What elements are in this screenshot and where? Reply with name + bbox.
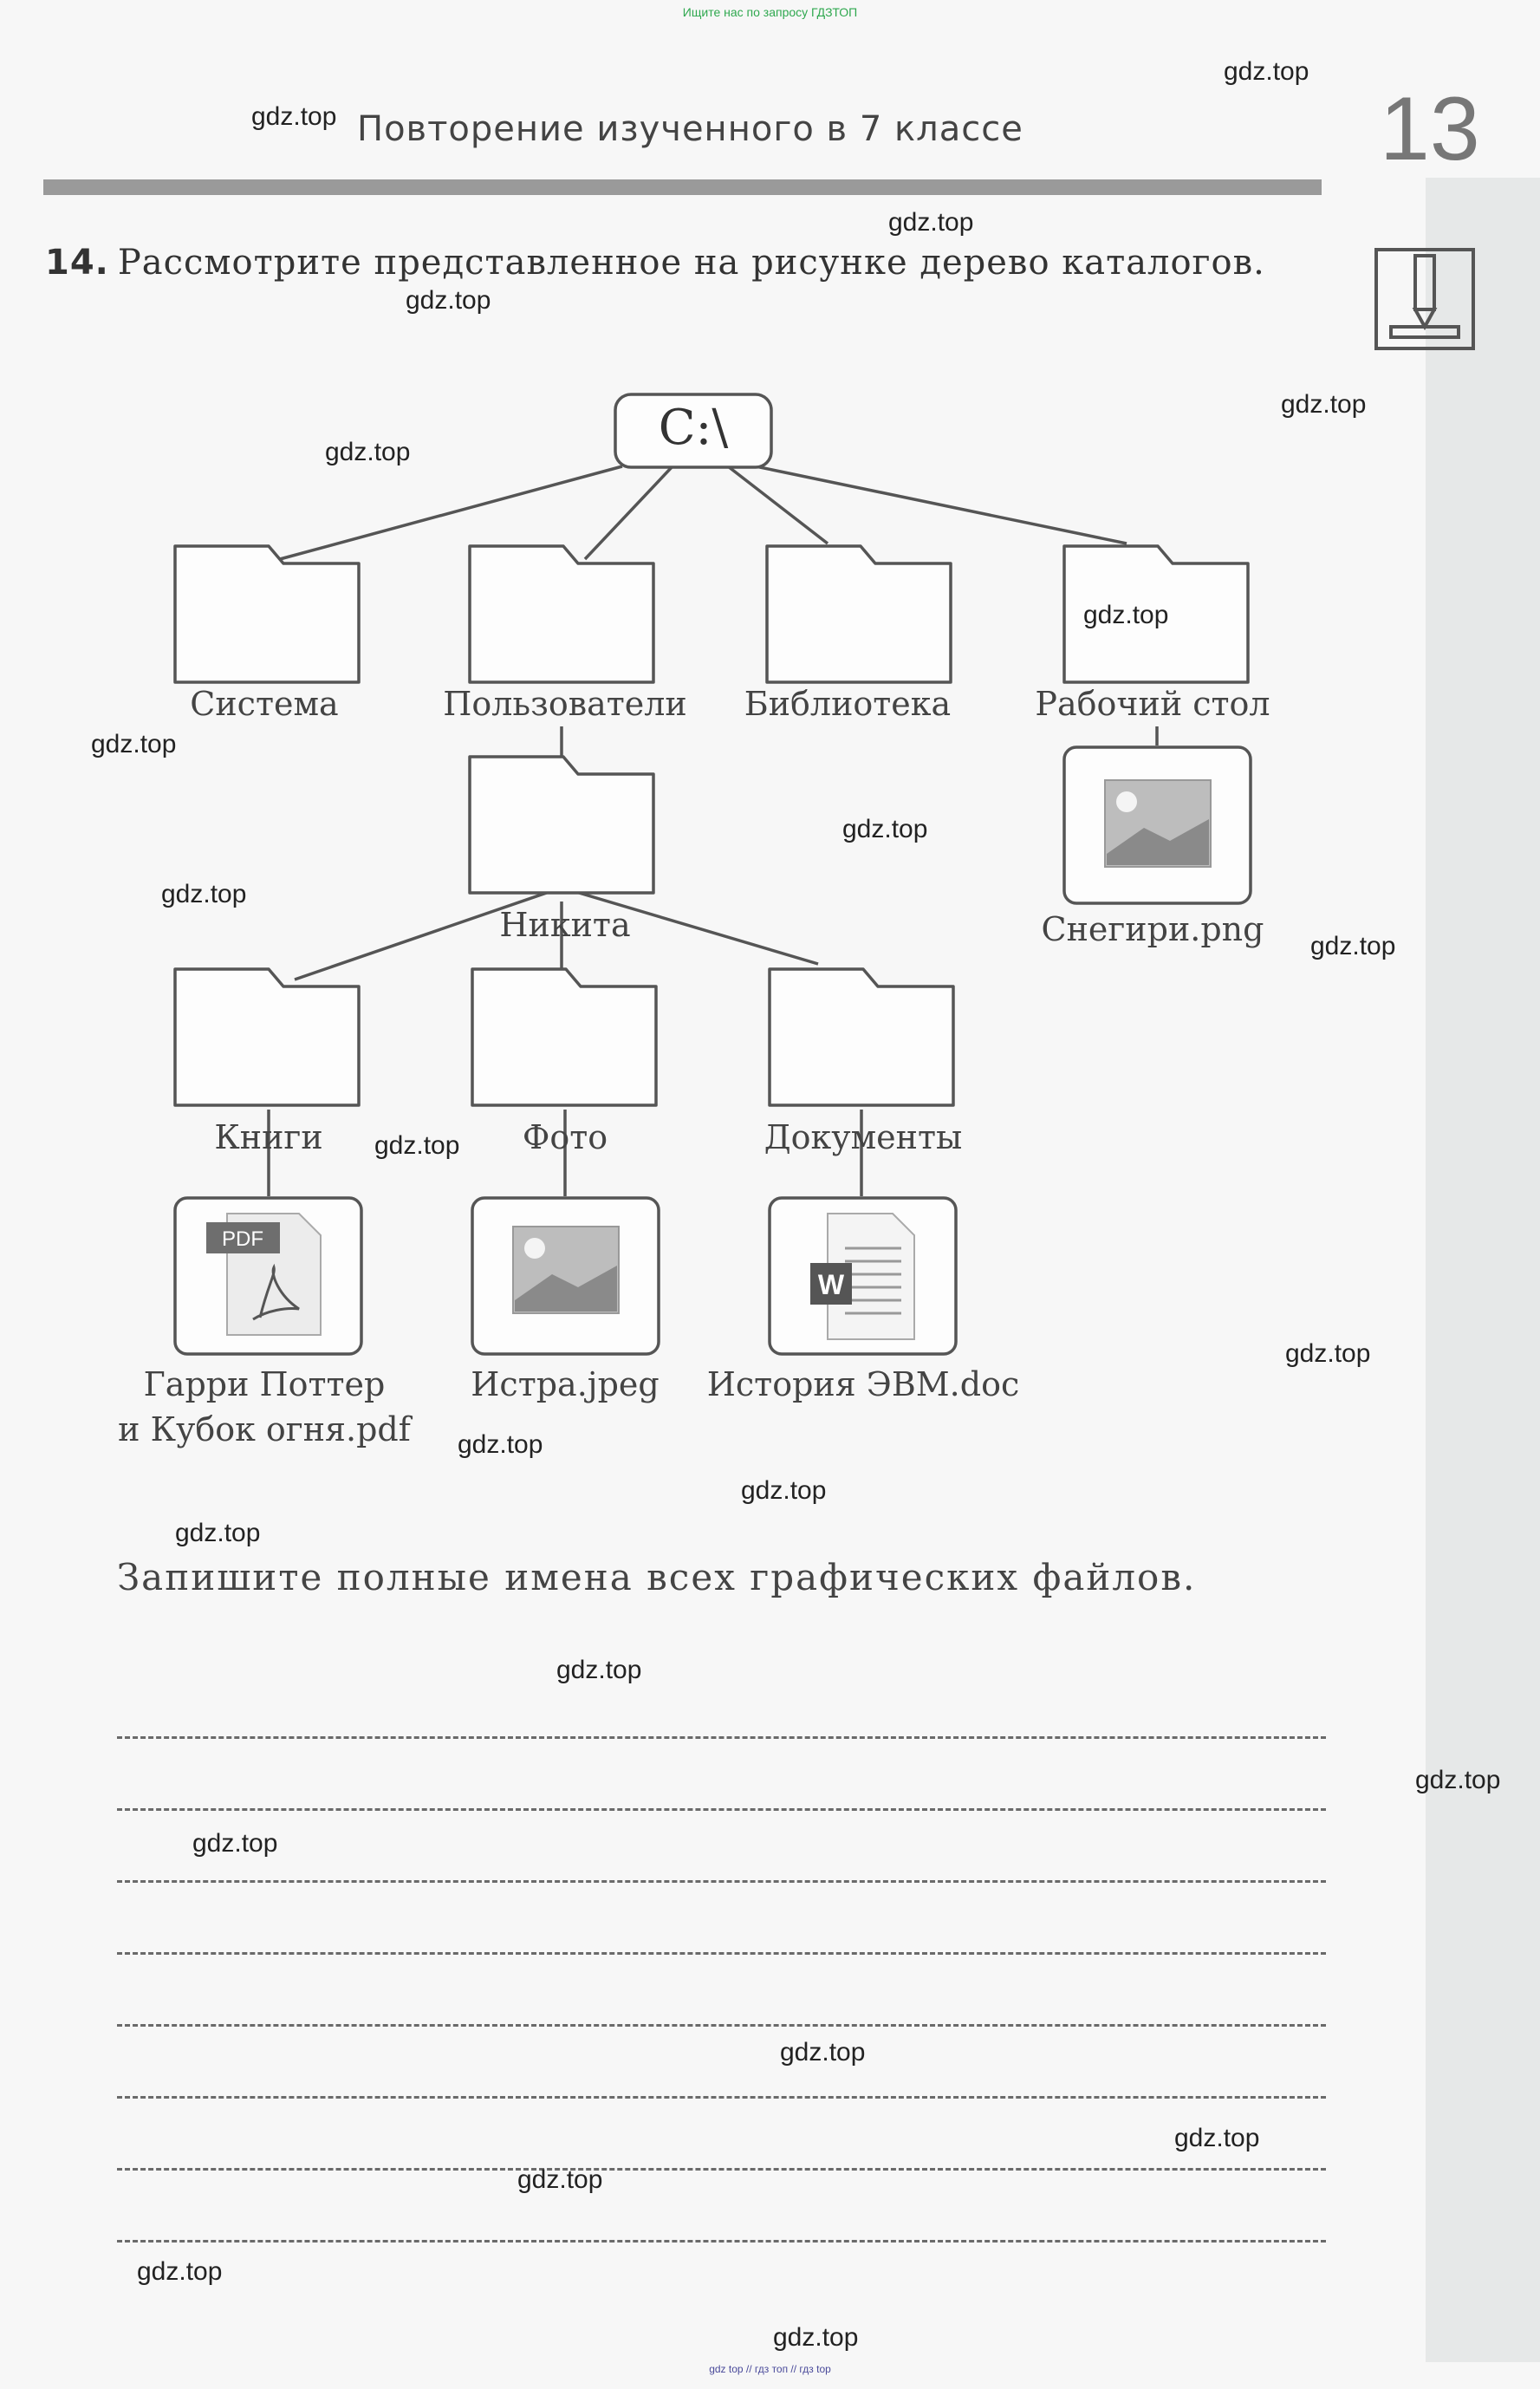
- watermark: gdz.top: [406, 286, 491, 315]
- folder-icon: [471, 967, 658, 1107]
- folder-icon: [173, 544, 361, 684]
- image-icon: [1104, 779, 1212, 868]
- watermark: gdz.top: [780, 2038, 866, 2067]
- watermark: gdz.top: [556, 1656, 642, 1684]
- watermark: gdz.top: [458, 1430, 543, 1459]
- task-statement: 14.Рассмотрите представленное на рисунке…: [45, 243, 1265, 283]
- root-label: C:\: [659, 400, 729, 456]
- folder-foto: Фото: [471, 967, 658, 1156]
- answer-line[interactable]: [117, 2096, 1326, 2099]
- watermark: gdz.top: [1224, 57, 1309, 86]
- header-divider: [43, 179, 1322, 195]
- tree-connectors: [267, 465, 1159, 1196]
- answer-line[interactable]: [117, 1952, 1326, 1955]
- answer-line[interactable]: [117, 2024, 1326, 2027]
- file-label-harry-line1: Гарри Поттер: [144, 1365, 386, 1403]
- watermark: gdz.top: [161, 880, 247, 908]
- folder-label-dokumenty: Документы: [764, 1118, 963, 1156]
- watermark: gdz.top: [91, 730, 177, 758]
- answer-line[interactable]: [117, 2168, 1326, 2171]
- answer-line[interactable]: [117, 1808, 1326, 1811]
- watermark: gdz.top: [251, 102, 337, 131]
- folder-label-nikita: Никита: [499, 906, 630, 944]
- folder-label-polzovateli: Пользователи: [443, 685, 686, 723]
- folder-dokumenty: Документы: [764, 967, 963, 1156]
- watermark: gdz.top: [374, 1131, 460, 1160]
- pdf-icon: PDF: [206, 1213, 322, 1336]
- file-istoriya-evm: W История ЭВМ.doc: [707, 1196, 1020, 1403]
- watermark: gdz.top: [1285, 1339, 1371, 1368]
- folder-biblioteka: Библиотека: [744, 544, 952, 723]
- file-label-harry-line2: и Кубок огня.pdf: [118, 1410, 413, 1448]
- file-label-istra: Истра.jpeg: [471, 1365, 659, 1403]
- watermark: gdz.top: [325, 438, 411, 466]
- folder-label-rabochiy-stol: Рабочий стол: [1035, 685, 1270, 723]
- bottom-note: gdz top // гдз топ // гдз top: [709, 2363, 831, 2375]
- folder-label-biblioteka: Библиотека: [744, 685, 951, 723]
- folder-icon: [765, 544, 952, 684]
- watermark: gdz.top: [1174, 2124, 1260, 2152]
- folder-icon: [468, 544, 655, 684]
- file-harry-potter: PDF Гарри Поттер и Кубок огня.pdf: [118, 1196, 413, 1448]
- watermark: gdz.top: [1415, 1766, 1501, 1794]
- watermark: gdz.top: [137, 2257, 223, 2286]
- word-document-icon: W: [810, 1213, 915, 1340]
- file-label-istoriya: История ЭВМ.doc: [707, 1365, 1020, 1403]
- watermark: gdz.top: [517, 2165, 603, 2194]
- answer-line[interactable]: [117, 2240, 1326, 2243]
- folder-knigi: Книги: [173, 967, 361, 1156]
- watermark: gdz.top: [888, 208, 974, 237]
- folder-rabochiy-stol: Рабочий стол: [1035, 544, 1270, 723]
- watermark: gdz.top: [773, 2323, 859, 2352]
- folder-label-foto: Фото: [523, 1118, 608, 1156]
- svg-text:W: W: [818, 1269, 845, 1300]
- pencil-writing-icon: [1374, 248, 1475, 350]
- page-edge-strip: [1426, 178, 1540, 2362]
- file-label-snegiri: Снегири.png: [1042, 910, 1264, 948]
- watermark: gdz.top: [1310, 932, 1396, 960]
- answer-line[interactable]: [117, 1880, 1326, 1883]
- question-text: Запишите полные имена всех графических ф…: [117, 1556, 1197, 1598]
- image-icon: [512, 1226, 620, 1314]
- folder-icon: [768, 967, 955, 1107]
- folder-icon: [468, 755, 655, 895]
- folder-nikita: Никита: [468, 755, 655, 944]
- watermark: gdz.top: [175, 1519, 261, 1547]
- svg-text:PDF: PDF: [222, 1227, 263, 1251]
- root-drive: C:\: [614, 393, 773, 469]
- task-text: Рассмотрите представленное на рисунке де…: [117, 243, 1265, 283]
- page-header-title: Повторение изученного в 7 классе: [357, 109, 1023, 149]
- page-number: 13: [1380, 79, 1480, 179]
- answer-line[interactable]: [117, 1736, 1326, 1739]
- file-snegiri: Снегири.png: [1042, 745, 1264, 948]
- watermark: gdz.top: [842, 815, 928, 843]
- watermark: gdz.top: [1281, 390, 1367, 419]
- file-istra: Истра.jpeg: [471, 1196, 660, 1403]
- watermark: gdz.top: [741, 1476, 827, 1505]
- watermark: gdz.top: [192, 1829, 278, 1858]
- folder-icon: [173, 967, 361, 1107]
- top-note: Ищите нас по запросу ГДЗТОП: [682, 5, 858, 19]
- folder-polzovateli: Пользователи: [443, 544, 687, 723]
- task-number: 14.: [45, 243, 109, 283]
- watermark: gdz.top: [1083, 601, 1169, 629]
- folder-label-knigi: Книги: [214, 1118, 322, 1156]
- folder-label-sistema: Система: [190, 685, 338, 723]
- folder-sistema: Система: [173, 544, 361, 723]
